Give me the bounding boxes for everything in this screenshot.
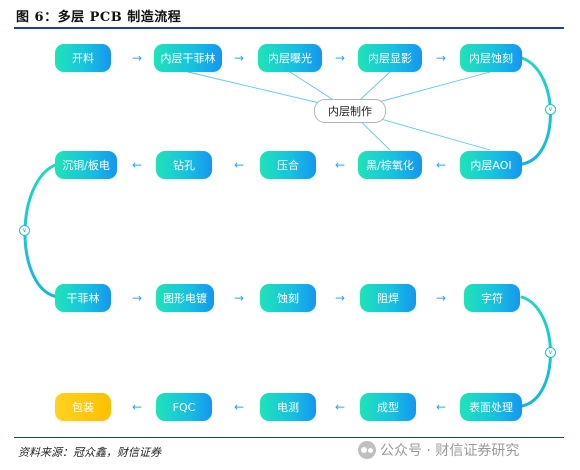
- step-electrical-test: 电测: [260, 393, 316, 421]
- wechat-icon: [358, 441, 376, 459]
- center-node-inner-layer: 内层制作: [314, 99, 386, 123]
- arrow-right: →: [131, 51, 143, 65]
- step-copper-plating: 沉铜/板电: [55, 151, 117, 179]
- arrow-right: →: [334, 291, 346, 305]
- watermark: 公众号 · 财信证券研究: [358, 440, 519, 460]
- loop-bead-right-2: ∨: [545, 347, 556, 358]
- step-inner-aoi: 内层AOI: [460, 151, 522, 179]
- arrow-right: →: [334, 51, 346, 65]
- arrow-right: →: [435, 51, 447, 65]
- arrow-left: ←: [233, 400, 245, 414]
- loop-bead-left: ∨: [19, 225, 30, 236]
- arrow-left: ←: [131, 400, 143, 414]
- step-etching: 蚀刻: [260, 284, 316, 312]
- step-surface-finish: 表面处理: [460, 393, 522, 421]
- step-inner-developing: 内层显影: [358, 44, 422, 72]
- step-drilling: 钻孔: [156, 151, 212, 179]
- watermark-text: 公众号 · 财信证券研究: [380, 443, 520, 459]
- step-inner-etching: 内层蚀刻: [460, 44, 522, 72]
- arrow-left: ←: [435, 400, 447, 414]
- arrow-right: →: [233, 291, 245, 305]
- step-solder-mask: 阻焊: [360, 284, 416, 312]
- arrow-right: →: [131, 291, 143, 305]
- bottom-rule: [14, 437, 564, 438]
- arrow-right: →: [233, 51, 245, 65]
- arrow-left: ←: [334, 158, 346, 172]
- step-lamination: 压合: [260, 151, 316, 179]
- step-dry-film: 干菲林: [55, 284, 111, 312]
- arrow-left: ←: [334, 400, 346, 414]
- step-routing: 成型: [360, 393, 416, 421]
- step-fqc: FQC: [156, 393, 212, 421]
- source-note: 资料来源：冠众鑫，财信证券: [18, 446, 161, 459]
- loop-bead-right-1: ∨: [545, 104, 556, 115]
- step-inner-exposure: 内层曝光: [258, 44, 322, 72]
- arrow-left: ←: [233, 158, 245, 172]
- step-pattern-plating: 图形电镀: [156, 284, 214, 312]
- step-oxidation: 黑/棕氧化: [358, 151, 422, 179]
- step-inner-dry-film: 内层干菲林: [154, 44, 222, 72]
- step-packaging: 包装: [55, 393, 111, 421]
- arrow-right: →: [435, 291, 447, 305]
- figure-title: 图 6：多层 PCB 制造流程: [16, 10, 182, 25]
- arrow-left: ←: [131, 158, 143, 172]
- step-legend-printing: 字符: [464, 284, 520, 312]
- arrow-left: ←: [435, 158, 447, 172]
- step-cutting: 开料: [55, 44, 111, 72]
- top-rule: [14, 27, 564, 29]
